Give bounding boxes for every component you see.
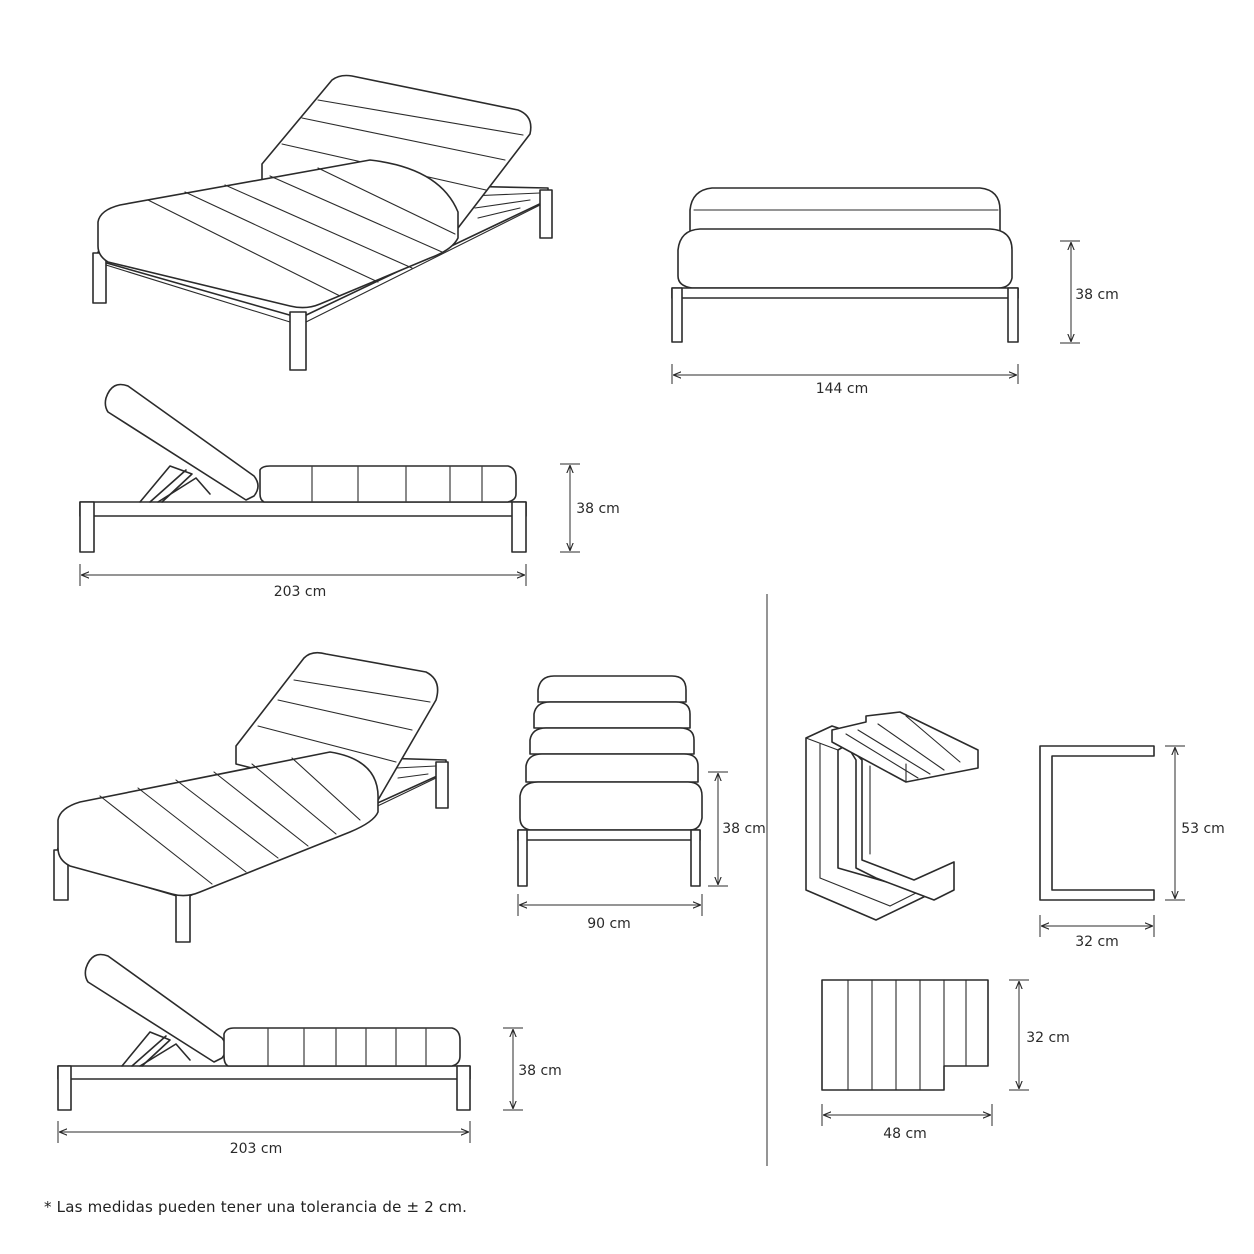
single-lounger-isometric (53, 651, 449, 943)
side-table-side-view: 32 cm 53 cm (1039, 745, 1225, 950)
narrow-height-label: 38 cm (722, 821, 766, 837)
narrow-width-label: 90 cm (587, 916, 631, 932)
table-top-width-label: 48 cm (883, 1126, 927, 1142)
table-height-label: 53 cm (1181, 821, 1225, 837)
double-lounger-isometric (92, 74, 553, 371)
table-top-depth-label: 32 cm (1026, 1030, 1070, 1046)
side-length-top-label: 203 cm (274, 584, 327, 600)
double-lounger-side-view: 203 cm 38 cm (79, 383, 620, 600)
front-height-label: 38 cm (1075, 287, 1119, 303)
side-length-bottom-label: 203 cm (230, 1141, 283, 1157)
single-lounger-side-view: 203 cm 38 cm (57, 953, 562, 1157)
side-table-isometric (805, 711, 979, 921)
side-height-bottom-label: 38 cm (518, 1063, 562, 1079)
table-depth-label: 32 cm (1075, 934, 1119, 950)
front-width-label: 144 cm (816, 381, 869, 397)
single-lounger-front-view: 90 cm 38 cm (517, 675, 766, 932)
tolerance-footnote: * Las medidas pueden tener una toleranci… (44, 1198, 468, 1216)
double-lounger-front-view: 144 cm 38 cm (671, 187, 1119, 397)
side-height-top-label: 38 cm (576, 501, 620, 517)
side-table-top-view: 48 cm 32 cm (821, 979, 1070, 1142)
